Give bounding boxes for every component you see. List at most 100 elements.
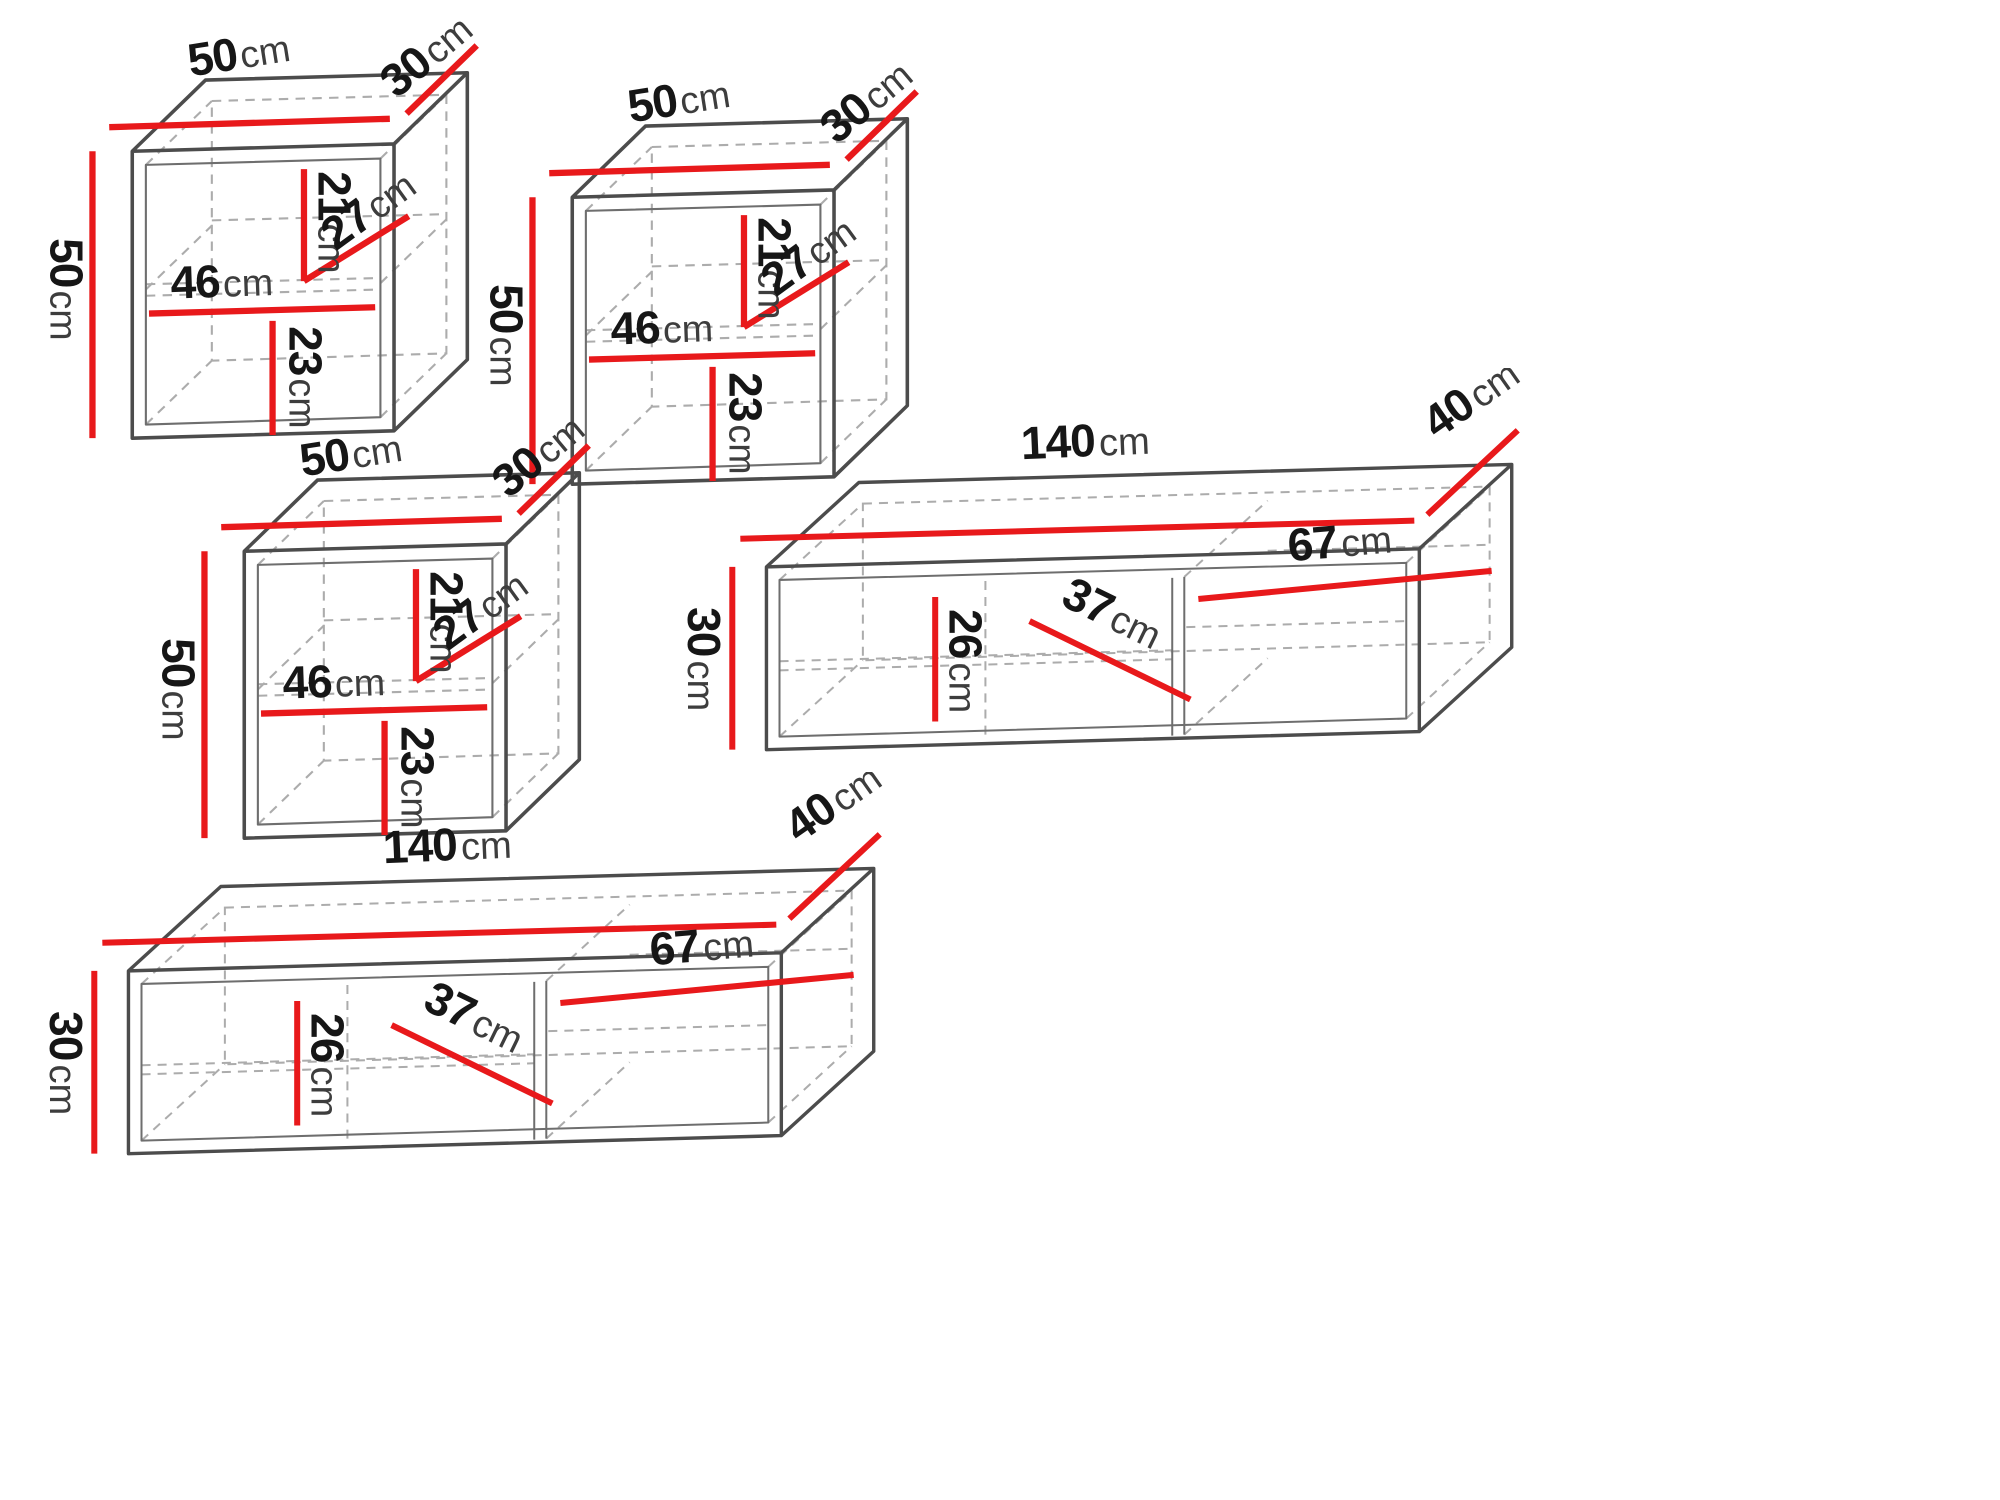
inner-height-value: 26 [939, 609, 991, 659]
shelf-top-height-value: 21 [309, 171, 361, 221]
cabinet-outline [242, 470, 582, 840]
shelf-depth-dimension-line [302, 213, 411, 284]
front-opening-frame [140, 965, 770, 1142]
right-width-dimension-line [560, 971, 854, 1007]
middle-width-dimension-line [390, 1022, 554, 1107]
hidden-shelf-edges [145, 213, 448, 297]
height-label: 50cm [41, 238, 93, 341]
right-width-value: 67 [647, 919, 701, 975]
front-opening-frame [256, 557, 494, 826]
inner-width-label: 46cm [170, 253, 274, 309]
width-dimension-line [102, 921, 777, 946]
width-dimension-line [109, 115, 390, 131]
divider-panel [533, 980, 548, 1140]
width-label: 50cm [296, 419, 405, 486]
cabinet-outline [764, 462, 1514, 752]
depth-dimension-line [787, 832, 882, 921]
inner-width-value: 46 [610, 301, 661, 355]
shelf-top-height-unit: cm [311, 223, 353, 273]
shelf-top-height-unit: cm [423, 623, 465, 673]
dimension-lines [91, 832, 882, 1154]
inner-width-value: 46 [282, 655, 333, 709]
bottom-height-unit: cm [393, 778, 435, 828]
inner-width-unit: cm [334, 661, 386, 705]
bottom-height-value: 23 [719, 372, 771, 421]
width-unit: cm [677, 73, 733, 122]
tv-stand-a: 140cm 40cm 30cm 26cm 37cm 67cm [676, 368, 1560, 822]
width-value: 50 [184, 27, 241, 86]
hidden-back-edges [257, 493, 560, 826]
width-label: 50cm [184, 19, 293, 86]
width-unit: cm [460, 824, 513, 869]
divider-panel [1171, 576, 1186, 736]
shelf-top-height-label: 21cm [421, 571, 473, 674]
height-label: 50cm [153, 638, 205, 741]
width-label: 140cm [1020, 412, 1151, 470]
width-unit: cm [1098, 420, 1151, 465]
middle-width-dimension-line [1028, 618, 1192, 703]
wall-cabinet-a: 50cm 30cm 50cm 21cm 27cm 46cm 23cm [40, 12, 480, 479]
inner-width-dimension-line [260, 704, 488, 717]
bottom-height-label: 23cm [279, 326, 331, 429]
right-width-dimension-line [1198, 567, 1492, 603]
wall-cabinet-drawing: 50cm 30cm 50cm 21cm 27cm 46cm 23cm [481, 58, 920, 486]
cabinet-body [242, 470, 582, 840]
inner-width-unit: cm [222, 261, 274, 305]
height-unit: cm [155, 690, 197, 740]
width-value: 140 [382, 818, 458, 873]
height-label: 50cm [481, 284, 533, 387]
height-label: 30cm [678, 607, 730, 711]
shelf-depth-dimension-line [742, 259, 851, 330]
hidden-interior-edges [141, 903, 852, 1140]
bottom-height-unit: cm [721, 424, 763, 474]
width-label: 140cm [382, 816, 513, 874]
bottom-height-value: 23 [391, 726, 443, 775]
height-unit: cm [483, 336, 525, 386]
cabinet-body [126, 866, 876, 1156]
right-width-unit: cm [1339, 518, 1393, 565]
height-unit: cm [43, 290, 85, 340]
shelf-top-height-unit: cm [751, 269, 793, 319]
depth-dimension-line [1425, 428, 1520, 517]
shelf-top-height-value: 21 [749, 217, 801, 267]
inner-height-value: 26 [301, 1013, 353, 1063]
front-opening-frame [778, 561, 1408, 738]
shelf-top-height-label: 21cm [309, 171, 361, 274]
inner-height-label: 26cm [939, 609, 991, 713]
depth-dimension-line [404, 43, 479, 116]
hidden-shelf-edges [257, 613, 560, 697]
tv-stand-drawing: 140cm 40cm 30cm 26cm 37cm 67cm [40, 772, 889, 1156]
bottom-height-label: 23cm [391, 726, 443, 829]
right-width-unit: cm [701, 922, 755, 969]
bottom-height-label: 23cm [719, 372, 771, 475]
dimension-labels: 140cm 40cm 30cm 26cm 37cm 67cm [40, 772, 889, 1117]
wall-cabinet-drawing: 50cm 30cm 50cm 21cm 27cm 46cm 23cm [153, 412, 592, 840]
wall-cabinet-c: 50cm 30cm 50cm 21cm 27cm 46cm 23cm [152, 412, 592, 879]
bottom-height-value: 23 [279, 326, 331, 375]
height-value: 50 [153, 638, 205, 687]
dimension-labels: 50cm 30cm 50cm 21cm 27cm 46cm 23cm [153, 412, 592, 829]
inner-height-label: 26cm [301, 1013, 353, 1117]
width-unit: cm [237, 27, 293, 76]
width-value: 50 [624, 73, 681, 132]
cabinet-body [130, 70, 470, 440]
cabinet-outline [126, 866, 876, 1156]
height-value: 50 [481, 284, 533, 333]
dimension-lines [529, 89, 919, 485]
inner-width-value: 46 [170, 255, 221, 309]
hidden-shelf-edges [585, 259, 888, 343]
depth-dimension-line [516, 443, 591, 516]
width-value: 50 [296, 427, 353, 486]
height-label: 30cm [40, 1011, 92, 1115]
dimension-lines [201, 443, 591, 839]
shelf-depth-dimension-line [414, 613, 523, 684]
inner-width-dimension-line [588, 350, 816, 363]
tv-stand-drawing: 140cm 40cm 30cm 26cm 37cm 67cm [678, 368, 1527, 752]
right-width-label: 67cm [647, 914, 755, 975]
depth-dimension-line [844, 89, 919, 162]
shelf-top-height-value: 21 [421, 571, 473, 621]
inner-width-label: 46cm [282, 653, 386, 709]
shelf-top-height-label: 21cm [749, 217, 801, 320]
height-value: 50 [41, 238, 93, 287]
right-width-value: 67 [1285, 515, 1339, 571]
